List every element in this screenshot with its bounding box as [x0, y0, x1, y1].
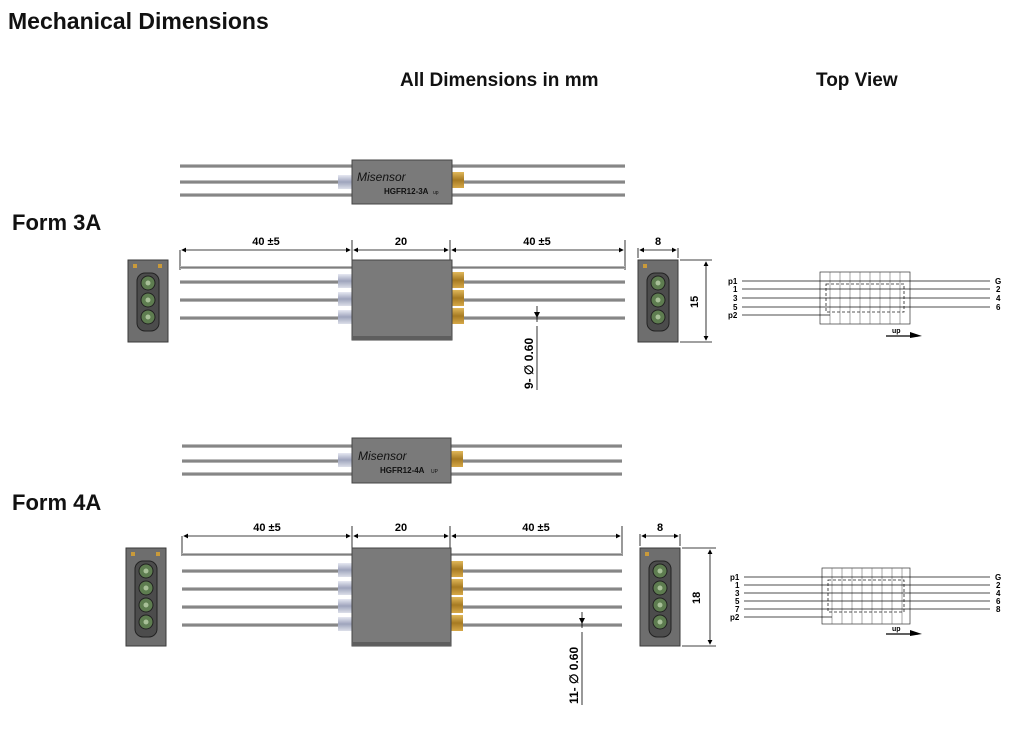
form-3a-dimensions: 40 ±5 20 40 ±5	[179, 236, 626, 270]
form-4a-schematic: p1 1 3 5 7 p2 G 2 4 6 8 up	[730, 567, 1001, 636]
form-4a-pin-right-2: 4	[996, 589, 1001, 598]
form-3a-pin-right-0: G	[995, 277, 1001, 286]
form-3a-pin-right-3: 6	[996, 303, 1001, 312]
top-view-label: Top View	[816, 70, 898, 91]
form-4a-pin-right-3: 6	[996, 597, 1001, 606]
units-note: All Dimensions in mm	[400, 70, 599, 91]
form-4a-label: Form 4A	[12, 490, 102, 515]
form-3a-up-label: up	[892, 328, 901, 335]
form-3a-pin-left-0: p1	[728, 277, 738, 286]
form-4a-right-end-view: 8 18	[639, 522, 716, 647]
form-4a-pin-left-5: p2	[730, 613, 740, 622]
form-4a-dim-width: 8	[657, 522, 663, 534]
form-4a-dim-right: 40 ±5	[522, 522, 549, 534]
form-3a-label: Form 3A	[12, 210, 102, 235]
form-4a-left-end-view	[125, 547, 167, 647]
form-3a-dim-height: 15	[689, 296, 701, 308]
form-3a-pin-right-2: 4	[996, 294, 1001, 303]
form-4a-dimensions: 40 ±5 20 40 ±5	[181, 522, 623, 556]
form-3a-pin-left-3: 5	[733, 303, 738, 312]
form-4a-brand: Misensor	[358, 449, 408, 463]
form-3a-pin-right-1: 2	[996, 285, 1001, 294]
form-3a-schematic: p1 1 3 5 p2 G 2 4 6 up	[728, 271, 1001, 338]
form-4a-model-mark: UP	[431, 469, 439, 475]
form-3a-front-view: 9- ∅ 0.60	[180, 259, 625, 390]
form-4a-dim-body: 20	[395, 522, 407, 534]
form-3a-brand: Misensor	[357, 170, 407, 184]
form-4a-pin-left-4: 7	[735, 605, 740, 614]
form-4a-pin-left-0: p1	[730, 573, 740, 582]
form-3a-dim-width: 8	[655, 236, 661, 248]
form-3a-dim-body: 20	[395, 236, 407, 248]
form-4a-pin-right-0: G	[995, 573, 1001, 582]
form-4a-pin-left-1: 1	[735, 581, 740, 590]
form-4a-front-view: 11- ∅ 0.60	[182, 547, 622, 705]
form-3a-side-view: Misensor HGFR12-3A up	[180, 159, 625, 205]
form-3a-pin-note: 9- ∅ 0.60	[522, 338, 536, 389]
form-4a-dim-height: 18	[691, 592, 703, 604]
form-4a-side-view: Misensor HGFR12-4A UP	[182, 437, 622, 484]
form-4a-pin-right-4: 8	[996, 605, 1001, 614]
form-4a-pin-note: 11- ∅ 0.60	[567, 647, 581, 704]
page-title: Mechanical Dimensions	[8, 8, 269, 34]
form-4a-dim-left: 40 ±5	[253, 522, 280, 534]
form-3a-pin-left-2: 3	[733, 294, 738, 303]
form-3a-model-mark: up	[433, 190, 439, 196]
form-3a-dim-right: 40 ±5	[523, 236, 550, 248]
form-3a-dim-left: 40 ±5	[252, 236, 279, 248]
form-4a-up-label: up	[892, 626, 901, 633]
form-3a-right-end-view: 8 15	[637, 236, 712, 343]
form-4a-pin-left-2: 3	[735, 589, 740, 598]
form-4a-pin-right-1: 2	[996, 581, 1001, 590]
form-4a-pin-left-3: 5	[735, 597, 740, 606]
form-3a-model: HGFR12-3A	[384, 187, 429, 196]
form-3a-pin-left-1: 1	[733, 285, 738, 294]
form-3a-pin-left-4: p2	[728, 311, 738, 320]
form-3a-left-end-view	[127, 259, 169, 343]
form-4a-model: HGFR12-4A	[380, 466, 425, 475]
